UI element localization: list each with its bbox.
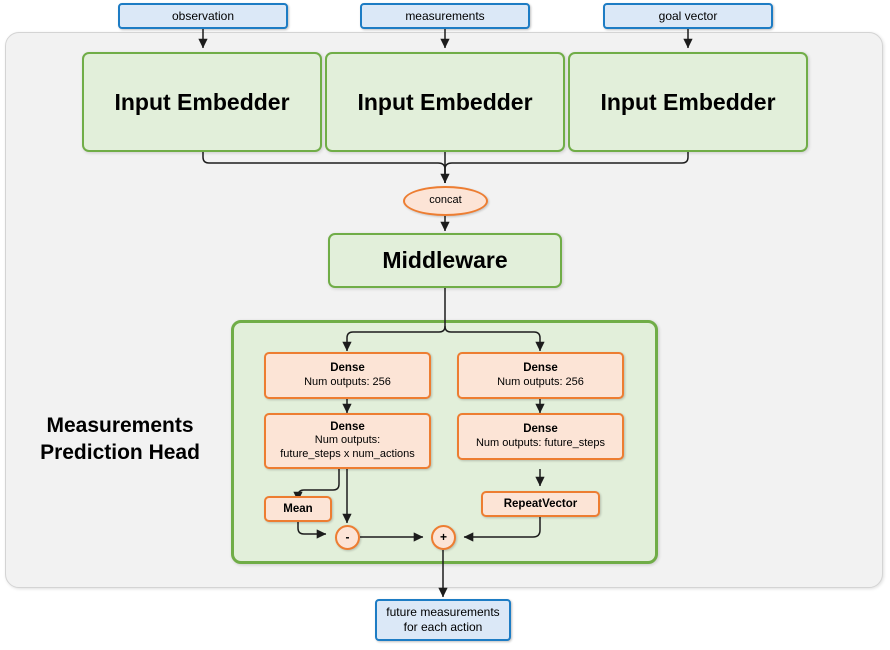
input-embedder-observation-label: Input Embedder (114, 88, 290, 115)
add-operator-label: + (439, 530, 447, 544)
mean-label: Mean (283, 502, 313, 515)
input-box-measurements[interactable]: measurements (360, 3, 530, 29)
concat-node[interactable]: concat (403, 186, 488, 216)
dense-left-2[interactable]: Dense Num outputs: future_steps x num_ac… (264, 413, 431, 469)
repeat-vector-node[interactable]: RepeatVector (481, 491, 600, 517)
input-box-goal-vector-label: goal vector (658, 8, 718, 23)
output-box[interactable]: future measurements for each action (375, 599, 511, 641)
input-embedder-measurements[interactable]: Input Embedder (325, 52, 565, 152)
dense-left-2-title: Dense (330, 421, 365, 434)
dense-left-2-subtitle: Num outputs: (314, 434, 381, 447)
dense-right-1[interactable]: Dense Num outputs: 256 (457, 352, 624, 399)
subtract-operator[interactable]: - (335, 525, 360, 550)
subtract-operator-label: - (345, 530, 350, 544)
concat-label: concat (429, 194, 462, 207)
input-box-goal-vector[interactable]: goal vector (603, 3, 773, 29)
input-embedder-observation[interactable]: Input Embedder (82, 52, 322, 152)
input-embedder-measurements-label: Input Embedder (357, 88, 533, 115)
middleware-node[interactable]: Middleware (328, 233, 562, 288)
dense-right-2-title: Dense (523, 423, 558, 436)
dense-right-2-subtitle: Num outputs: future_steps (475, 436, 605, 449)
dense-right-1-title: Dense (523, 362, 558, 375)
dense-left-1[interactable]: Dense Num outputs: 256 (264, 352, 431, 399)
dense-right-2[interactable]: Dense Num outputs: future_steps (457, 413, 624, 460)
mean-node[interactable]: Mean (264, 496, 332, 522)
input-box-observation-label: observation (171, 8, 235, 23)
middleware-label: Middleware (382, 247, 508, 274)
add-operator[interactable]: + (431, 525, 456, 550)
input-embedder-goal-vector-label: Input Embedder (600, 88, 776, 115)
input-embedder-goal-vector[interactable]: Input Embedder (568, 52, 808, 152)
input-box-measurements-label: measurements (405, 8, 485, 23)
input-box-observation[interactable]: observation (118, 3, 288, 29)
repeat-vector-label: RepeatVector (503, 497, 578, 510)
dense-right-1-subtitle: Num outputs: 256 (497, 375, 584, 388)
dense-left-2-subtitle-2: future_steps x num_actions (280, 448, 415, 461)
dense-left-1-title: Dense (330, 362, 365, 375)
dense-left-1-subtitle: Num outputs: 256 (304, 375, 391, 388)
output-box-line1: future measurements (386, 605, 500, 619)
prediction-head-label: Measurements Prediction Head (40, 414, 200, 465)
output-box-line2: for each action (403, 620, 483, 634)
